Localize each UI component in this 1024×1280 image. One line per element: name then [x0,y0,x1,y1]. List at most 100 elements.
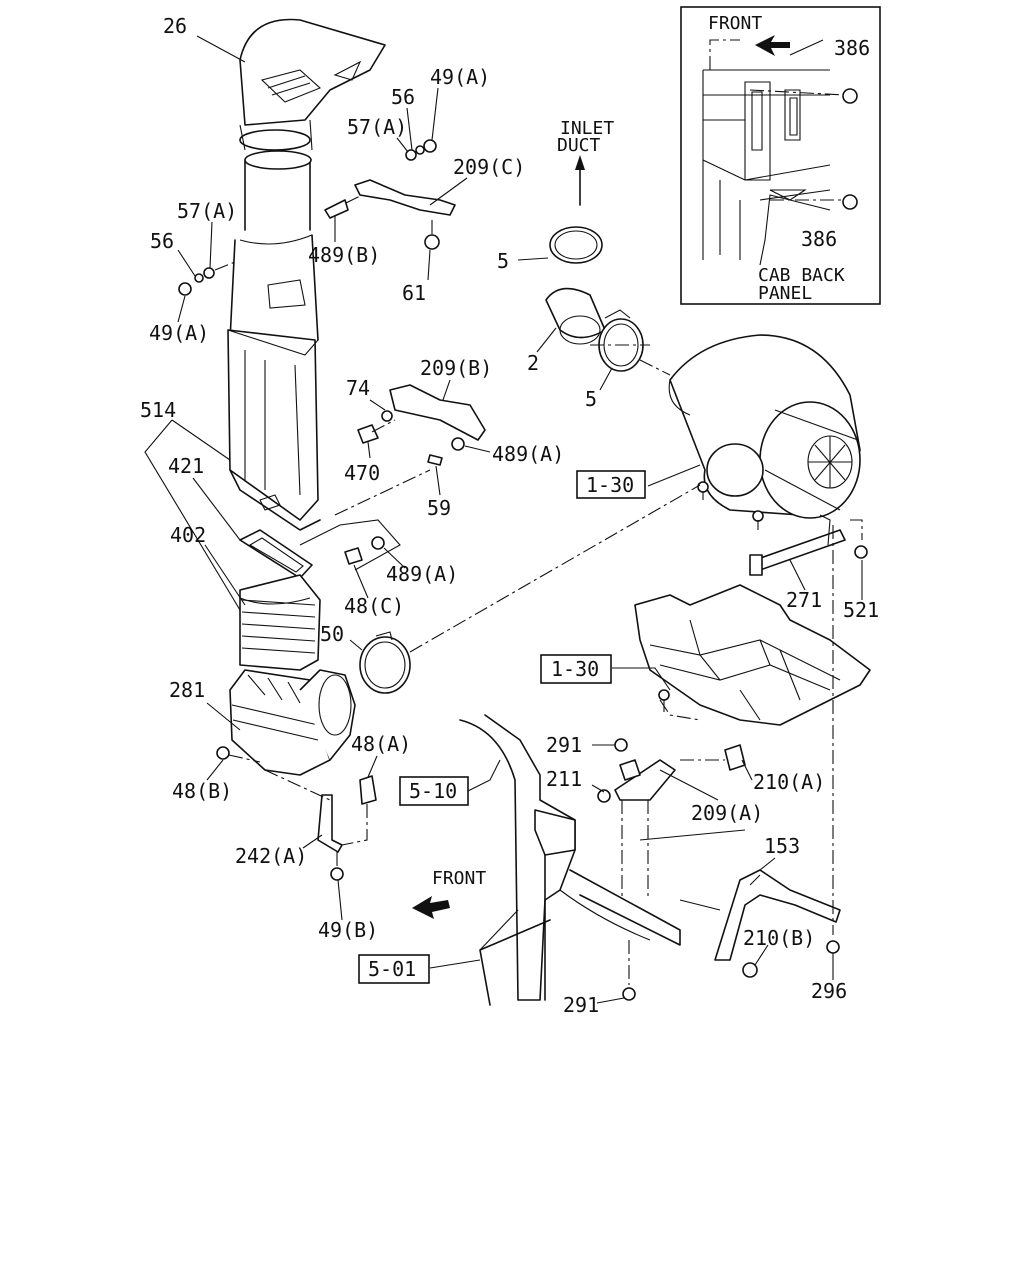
strap-271 [749,514,868,576]
hood-26 [239,18,386,126]
label-209b: 209(B) [420,356,492,380]
front-lower-text: FRONT [432,868,486,889]
label-59: 59 [427,496,451,520]
bracket-242a [317,794,343,853]
inlet-duct-line1: INLET [560,118,614,139]
ref-1-30-upper: 1-30 [586,473,634,497]
inset-front-text: FRONT [708,13,762,34]
label-489a-mid: 489(A) [492,442,564,466]
label-521: 521 [843,598,879,622]
leader-lines [144,35,863,1004]
middle-fasteners [299,384,486,571]
label-489b: 489(B) [308,243,380,267]
ref-box-5-10[interactable]: 5-10 [399,776,469,806]
label-386-top: 386 [834,36,870,60]
nut-49b [330,867,344,881]
label-291-top: 291 [546,733,582,757]
ref-5-10: 5-10 [409,779,457,803]
bolt-61 [424,234,440,250]
label-56-top: 56 [391,85,415,109]
nut-296 [826,940,840,954]
clip-386-lower [842,194,858,210]
label-210b: 210(B) [743,926,815,950]
clamp-5-top [549,226,603,264]
inlet-duct-line2: DUCT [557,135,601,156]
bolt-48b [216,746,230,760]
label-2: 2 [527,351,539,375]
label-74: 74 [346,376,370,400]
bolt-489b [324,199,349,219]
seal-and-bellows [239,529,321,671]
upper-fasteners [178,139,456,296]
front-arrow-icon [755,35,790,56]
label-489a-low: 489(A) [386,562,458,586]
label-271: 271 [786,588,822,612]
lower-intake-281 [216,669,377,881]
gasket-421 [239,529,313,579]
label-386-bottom: 386 [801,227,837,251]
bolt-48c [344,547,363,565]
annotations: FRONT INLET DUCT CAB BACK PANEL FRONT [432,13,845,889]
ref-box-5-01[interactable]: 5-01 [358,954,430,984]
front-lower-arrow-icon [412,896,450,919]
bolt-210a [724,744,746,771]
inlet-arrow-icon [575,155,585,170]
label-49a-left: 49(A) [149,321,209,345]
label-211: 211 [546,767,582,791]
label-48c: 48(C) [344,594,404,618]
label-296: 296 [811,979,847,1003]
label-210a: 210(A) [753,770,825,794]
ref-5-01: 5-01 [368,957,416,981]
bracket-209b [389,384,486,441]
label-56-left: 56 [150,229,174,253]
label-57a-top: 57(A) [347,115,407,139]
bracket-153 [714,869,841,961]
bolt-210b [742,962,758,978]
bellows-402 [239,574,321,671]
cab-back-panel-inset [680,6,881,305]
air-cleaner-assembly [545,155,861,530]
label-242a: 242(A) [235,844,307,868]
cab-back-panel-line1: CAB BACK [758,265,845,286]
label-209a: 209(A) [691,801,763,825]
label-153: 153 [764,834,800,858]
clip-386-upper [842,88,858,104]
nut-211 [597,789,611,803]
label-26: 26 [163,14,187,38]
label-209c: 209(C) [453,155,525,179]
label-61: 61 [402,281,426,305]
nut-489a-mid [451,437,465,451]
pin-59 [427,454,443,466]
label-470: 470 [344,461,380,485]
label-48b: 48(B) [172,779,232,803]
label-514: 514 [140,398,176,422]
intake-snorkel-assembly [227,18,386,531]
label-50: 50 [320,622,344,646]
label-402: 402 [170,523,206,547]
ref-1-30-lower: 1-30 [551,657,599,681]
mounting-tray [634,584,871,726]
nut-49a-top [423,139,437,153]
inset-frame [680,6,881,305]
bracket-209c [354,179,456,216]
label-291-bottom: 291 [563,993,599,1017]
label-48a: 48(A) [351,732,411,756]
label-5-bottom: 5 [585,387,597,411]
cab-back-panel-line2: PANEL [758,283,812,304]
bolt-291-bottom [622,987,636,1001]
label-57a-left: 57(A) [177,199,237,223]
ref-box-1-30-upper[interactable]: 1-30 [576,470,646,499]
clamp-50 [359,631,411,694]
nut-49a-left [178,282,192,296]
nut-489a-low [371,536,385,550]
nut-521 [854,545,868,559]
bolt-470 [357,424,379,444]
ref-box-1-30-lower[interactable]: 1-30 [540,654,612,684]
frame-rail [459,714,746,1006]
label-281: 281 [169,678,205,702]
bolt-48a [359,775,377,805]
bolt-291-top [614,738,628,752]
part-labels: 26 49(A) 56 57(A) 209(C) 57(A) 56 489(B)… [140,14,879,1017]
